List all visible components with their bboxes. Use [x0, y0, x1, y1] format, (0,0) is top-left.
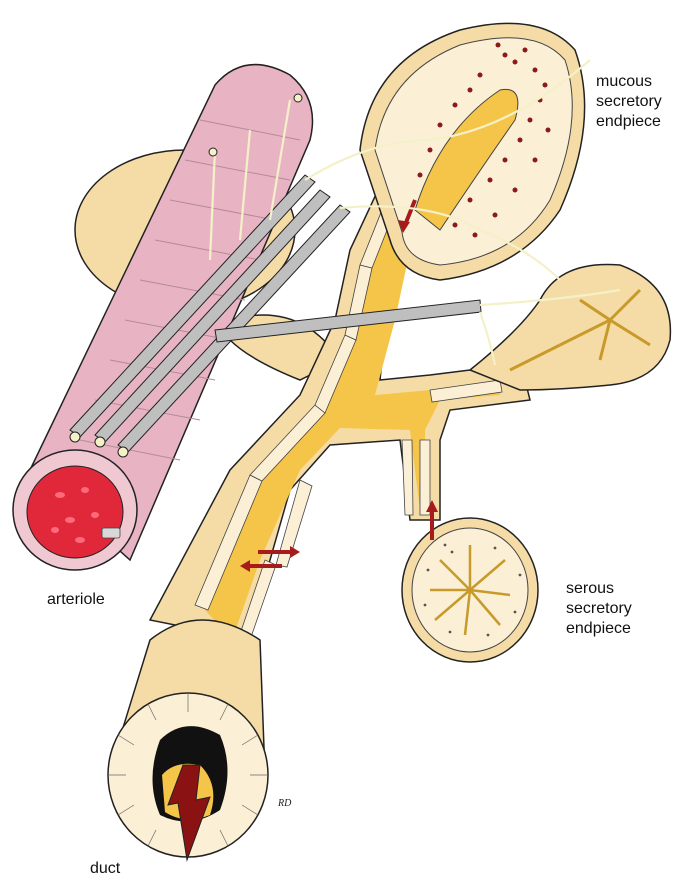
artist-signature: RD: [277, 798, 292, 809]
mucous-granules: [417, 42, 551, 238]
mucous-flow-arrow: [403, 199, 417, 226]
label-line: endpiece: [566, 620, 631, 637]
label-line: serous: [566, 580, 615, 597]
duct-flow-arrow: [167, 764, 211, 862]
blood-cells: [51, 487, 99, 543]
serous-endpiece: [401, 500, 539, 663]
label-serous-secretory-endpiece: serous secretory endpiece: [566, 579, 632, 639]
nerve-fibers: [69, 59, 621, 458]
label-line: endpiece: [596, 113, 661, 130]
label-line: secretory: [566, 600, 632, 617]
mucous-endpiece: [359, 22, 586, 281]
duct-branches: [148, 99, 531, 641]
label-mucous-secretory-endpiece: mucous secretory endpiece: [596, 72, 662, 132]
serous-granules: [423, 543, 522, 637]
exchange-arrows: [240, 546, 300, 572]
label-line: secretory: [596, 93, 662, 110]
label-line: mucous: [596, 73, 653, 90]
duct-cross-section: [107, 619, 269, 862]
label-arteriole: arteriole: [47, 591, 105, 608]
serous-canaliculi: [430, 545, 511, 636]
label-duct: duct: [90, 860, 121, 877]
upper-serous-endpiece: [468, 263, 672, 391]
